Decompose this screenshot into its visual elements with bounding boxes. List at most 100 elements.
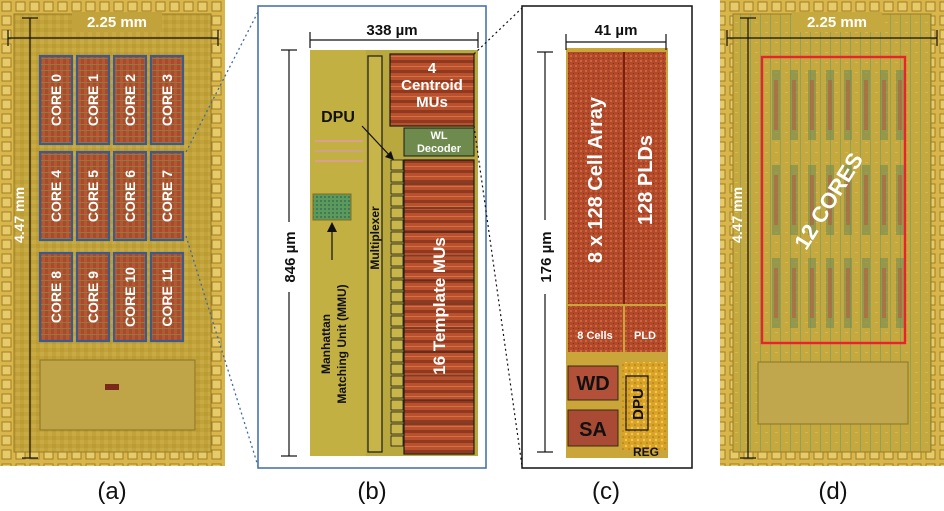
caption-a: (a) <box>97 478 127 505</box>
panel-a-width-label: 2.25 mm <box>87 14 147 31</box>
die-d-column <box>880 165 888 235</box>
mux-box <box>390 303 404 315</box>
cell-array-block <box>568 52 623 304</box>
centroid-mus-block <box>389 53 475 127</box>
caption-b: (b) <box>357 478 387 505</box>
die-d-column-core <box>898 80 902 130</box>
core-box <box>75 150 111 242</box>
die-d-column <box>772 70 780 140</box>
mmu-line2: Matching Unit (MMU) <box>335 284 349 403</box>
multiplexer-label: Multiplexer <box>368 206 382 270</box>
core-block: CORE 4 <box>38 150 74 242</box>
die-d-column-core <box>810 175 814 225</box>
core-block: CORE 5 <box>75 150 111 242</box>
panel-c-height-label: 176 µm <box>538 231 555 282</box>
panel-d-width-label: 2.25 mm <box>807 14 867 31</box>
wl-line1: WL <box>430 130 447 142</box>
pld-label: PLD <box>634 330 656 342</box>
core-label: CORE 2 <box>122 74 138 126</box>
die-d-column-core <box>828 80 832 130</box>
die-d-column <box>772 165 780 235</box>
mux-box <box>390 207 404 219</box>
panel-b-height-label: 846 µm <box>282 231 299 282</box>
die-d-column-core <box>792 80 796 130</box>
mux-box <box>390 399 404 411</box>
cores-outline <box>760 55 907 345</box>
panel-c: 41 µm 176 µm 8 x 128 Cell Array 128 PLDs… <box>521 5 693 469</box>
panel-c-width-label: 41 µm <box>595 22 638 39</box>
core-block: CORE 10 <box>112 251 148 343</box>
core-block: CORE 1 <box>75 54 111 146</box>
cell-array-label: 8 x 128 Cell Array <box>585 96 607 263</box>
template-mus-block <box>403 159 475 455</box>
core-block: CORE 2 <box>112 54 148 146</box>
die-d-column-core <box>846 175 850 225</box>
mmu-block <box>312 193 352 221</box>
core-block: CORE 8 <box>38 251 74 343</box>
mux-box <box>390 243 404 255</box>
die-a-small-mark <box>105 384 119 390</box>
die-d-column-core <box>810 268 814 318</box>
core-label: CORE 3 <box>159 74 175 126</box>
centroid-line1: 4 <box>428 60 437 77</box>
core-label: CORE 7 <box>159 170 175 222</box>
die-d-column <box>896 165 904 235</box>
mux-box <box>390 327 404 339</box>
caption-c: (c) <box>592 478 620 505</box>
plds-label: 128 PLDs <box>635 135 657 225</box>
dpu-label-b: DPU <box>321 109 355 126</box>
die-d-column-core <box>882 268 886 318</box>
pld-block <box>625 306 666 352</box>
wd-block <box>567 365 619 401</box>
mux-box <box>390 267 404 279</box>
die-d-column-core <box>774 175 778 225</box>
die-d-column <box>826 70 834 140</box>
die-d-column-core <box>864 175 868 225</box>
die-d-column-core <box>792 175 796 225</box>
die-d-column <box>896 70 904 140</box>
mux-box <box>390 351 404 363</box>
die-d-column-core <box>882 80 886 130</box>
mux-box <box>390 387 404 399</box>
core-label: CORE 11 <box>159 267 175 326</box>
die-d-column <box>862 258 870 328</box>
core-box <box>75 251 111 343</box>
panel-a-height-label: 4.47 mm <box>11 187 27 243</box>
core-box <box>149 251 185 343</box>
mux-box <box>390 375 404 387</box>
core-box <box>112 150 148 242</box>
panel-b-width-label: 338 µm <box>366 22 417 39</box>
core-box <box>38 150 74 242</box>
core-block: CORE 9 <box>75 251 111 343</box>
caption-d: (d) <box>818 478 848 505</box>
mux-box <box>390 363 404 375</box>
mux-boxes <box>390 159 404 447</box>
core-box <box>75 54 111 146</box>
cells8-block <box>568 306 623 352</box>
die-d-column <box>826 258 834 328</box>
die-d-column <box>772 258 780 328</box>
die-d-column <box>808 165 816 235</box>
core-label: CORE 9 <box>85 271 101 323</box>
die-d-column <box>896 258 904 328</box>
die-d-column <box>880 258 888 328</box>
mux-box <box>390 195 404 207</box>
die-d-column <box>790 70 798 140</box>
core-label: CORE 5 <box>85 170 101 222</box>
die-d-column <box>844 70 852 140</box>
centroid-line3: MUs <box>416 94 448 111</box>
wl-decoder-block <box>403 127 475 157</box>
die-d-column-core <box>792 268 796 318</box>
die-d-column-core <box>846 80 850 130</box>
mux-box <box>390 183 404 195</box>
die-d-texture <box>772 70 904 328</box>
panel-d: 2.25 mm 4.47 mm 12 CORES <box>720 0 944 466</box>
core-block: CORE 6 <box>112 150 148 242</box>
reg-label: REG <box>633 445 659 459</box>
die-d-column-core <box>898 268 902 318</box>
core-block: CORE 0 <box>38 54 74 146</box>
die-d-column <box>790 165 798 235</box>
